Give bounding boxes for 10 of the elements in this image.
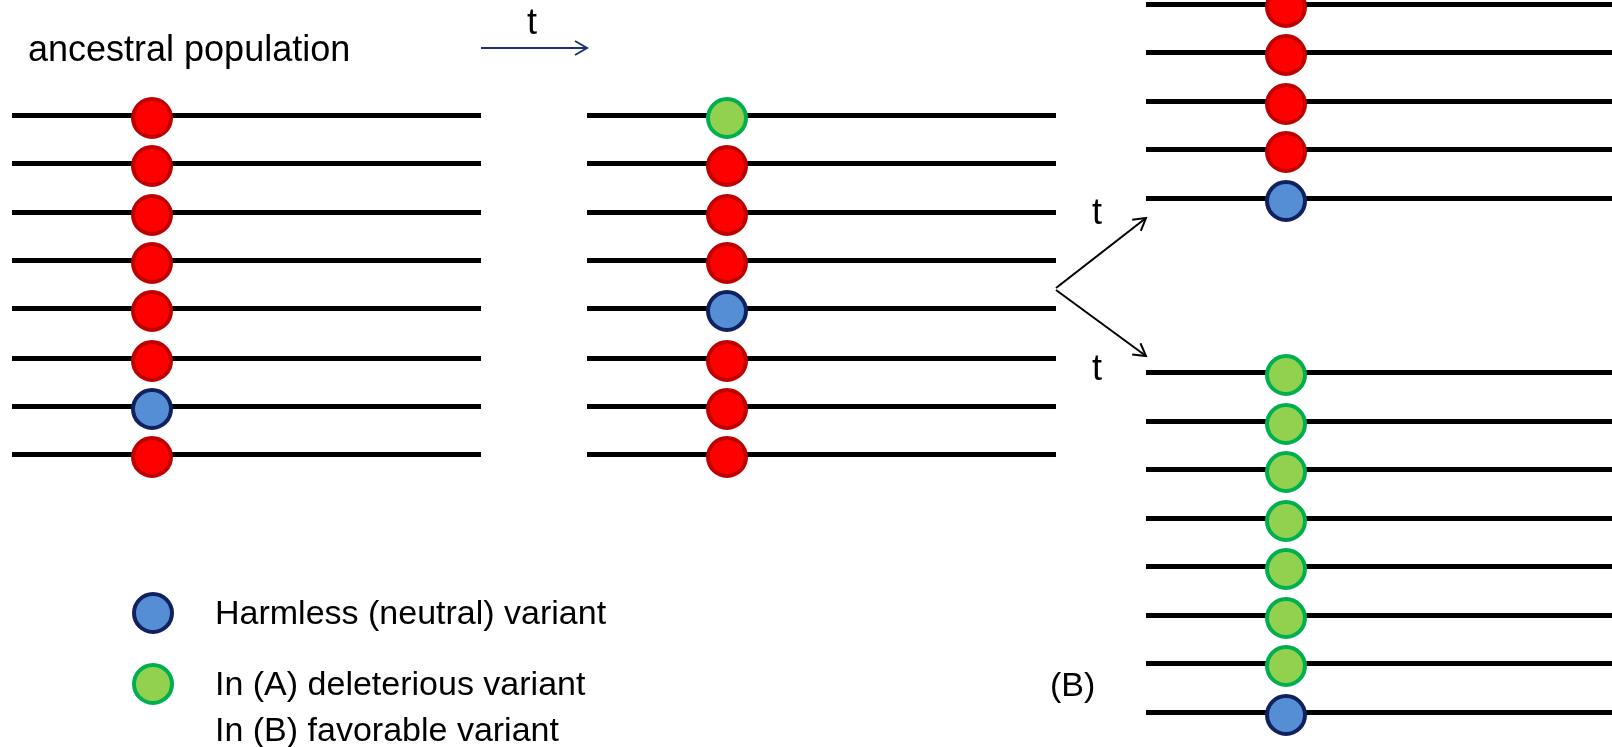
legend-text: In (A) deleterious variant — [215, 664, 586, 702]
panel-label: (B) — [1050, 666, 1096, 702]
edge-label: t — [1092, 350, 1102, 386]
arrow — [480, 40, 588, 56]
edge-label: t — [1092, 194, 1102, 230]
arrow — [1055, 289, 1147, 357]
population-heading: ancestral population — [28, 27, 351, 71]
legend-text: Harmless (neutral) variant — [215, 593, 607, 631]
arrow — [1055, 217, 1147, 289]
edge-label: t — [527, 4, 537, 40]
